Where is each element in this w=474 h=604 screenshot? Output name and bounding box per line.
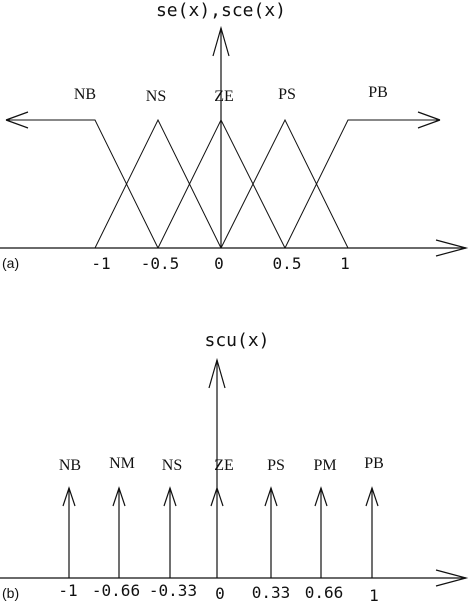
panel-b-set-nm: NM bbox=[109, 455, 135, 472]
panel-b-tick-label: 0.33 bbox=[252, 583, 291, 602]
mf-a-ns bbox=[94, 118, 222, 249]
panel-b-tick-label: 0 bbox=[215, 584, 225, 603]
panel-b-axis-title: scu(x) bbox=[204, 330, 269, 351]
mf-a-pb bbox=[284, 119, 440, 249]
panel-b-x-axis-arrowhead bbox=[435, 569, 469, 587]
spike-ps-arrowhead bbox=[264, 486, 278, 507]
mf-a-ze bbox=[157, 118, 286, 249]
mf-a-nb-arrow-lower bbox=[5, 119, 29, 129]
panel-b-tick-label: 1 bbox=[369, 586, 379, 604]
spike-nm-arrowhead bbox=[112, 486, 126, 507]
panel-a: se(x),sce(x) NB NS ZE PS PB (a) -1 -0.5 … bbox=[0, 0, 469, 273]
spike-pm-arrowhead bbox=[314, 486, 328, 507]
panel-a-tag: (a) bbox=[2, 255, 19, 271]
spike-nb-arrowhead bbox=[62, 486, 76, 507]
spike-ze-arrowhead bbox=[210, 486, 224, 507]
mf-a-nb-arrow-upper bbox=[5, 111, 29, 121]
panel-a-y-axis-arrowhead bbox=[212, 25, 230, 57]
mf-a-ps bbox=[220, 118, 349, 249]
panel-a-set-ze: ZE bbox=[214, 88, 234, 105]
mf-a-pb-arrow-lower bbox=[417, 119, 441, 129]
panel-a-tick-label: -0.5 bbox=[141, 254, 180, 273]
panel-b-set-nb: NB bbox=[59, 457, 81, 474]
panel-b-tag: (b) bbox=[2, 585, 19, 601]
panel-b: scu(x) NB NM NS ZE PS PM PB (b) -1 -0.66… bbox=[0, 330, 469, 604]
panel-b-set-ps: PS bbox=[267, 457, 285, 474]
panel-b-tick-label: -0.66 bbox=[92, 581, 140, 600]
panel-b-set-ze: ZE bbox=[214, 457, 234, 474]
panel-b-tick-label: 0.66 bbox=[305, 583, 344, 602]
mf-a-nb bbox=[6, 119, 159, 249]
panel-b-tick-label: -1 bbox=[58, 581, 77, 600]
panel-a-axis-title: se(x),sce(x) bbox=[156, 0, 286, 21]
panel-a-set-ns: NS bbox=[146, 88, 166, 105]
panel-a-tick-label: 0 bbox=[214, 254, 224, 273]
spike-ns-arrowhead bbox=[163, 486, 177, 507]
spike-pb-arrowhead bbox=[365, 486, 379, 507]
panel-b-y-axis-arrowhead bbox=[208, 357, 226, 389]
panel-b-tick-label: -0.33 bbox=[149, 581, 197, 600]
panel-a-tick-label: 0.5 bbox=[273, 254, 302, 273]
panel-a-x-axis-arrowhead bbox=[435, 239, 469, 257]
panel-a-tick-label: 1 bbox=[340, 254, 350, 273]
panel-b-set-ns: NS bbox=[162, 457, 182, 474]
panel-a-tick-label: -1 bbox=[91, 254, 110, 273]
panel-b-set-pm: PM bbox=[313, 457, 336, 474]
panel-b-set-pb: PB bbox=[364, 455, 384, 472]
mf-a-pb-arrow-upper bbox=[417, 111, 441, 121]
panel-a-set-nb: NB bbox=[74, 86, 96, 103]
panel-a-set-pb: PB bbox=[368, 84, 388, 101]
panel-a-set-ps: PS bbox=[278, 86, 296, 103]
